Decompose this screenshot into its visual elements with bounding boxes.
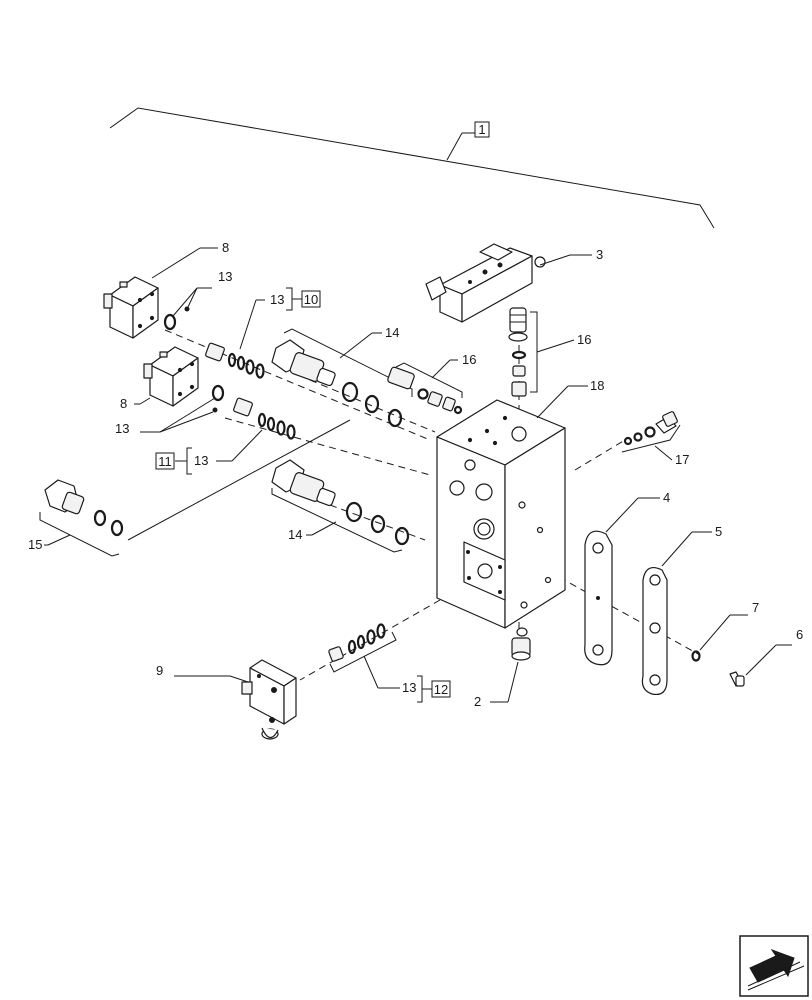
plug-with-seals[interactable]: [623, 411, 678, 446]
seal-kit-10[interactable]: [205, 342, 265, 379]
callout-16-vertical[interactable]: 16: [577, 332, 591, 347]
solenoid-coil[interactable]: [425, 243, 546, 323]
cover-block-lower[interactable]: [143, 346, 199, 407]
arrow-navigation-icon[interactable]: [739, 935, 809, 997]
link-plate-4[interactable]: [584, 530, 613, 666]
callout-3[interactable]: 3: [596, 247, 603, 262]
plug-15[interactable]: [44, 479, 124, 537]
callout-10[interactable]: 10: [301, 290, 321, 308]
callout-13-kit-10[interactable]: 13: [270, 292, 284, 307]
callout-13-left[interactable]: 13: [115, 421, 129, 436]
svg-text:12: 12: [434, 682, 448, 697]
valve-block[interactable]: [436, 399, 566, 629]
assembly-bracket: [109, 107, 715, 229]
callout-14-upper[interactable]: 14: [385, 325, 399, 340]
callout-4[interactable]: 4: [663, 490, 670, 505]
cartridge-14-upper[interactable]: [271, 339, 403, 428]
callout-13-kit-11[interactable]: 13: [194, 453, 208, 468]
callout-9[interactable]: 9: [156, 663, 163, 678]
washer[interactable]: [691, 650, 701, 662]
callout-17[interactable]: 17: [675, 452, 689, 467]
callout-15[interactable]: 15: [28, 537, 42, 552]
svg-text:1: 1: [478, 122, 485, 137]
callout-8-lower[interactable]: 8: [120, 396, 127, 411]
cartridge-14-lower[interactable]: [271, 459, 410, 546]
callout-5[interactable]: 5: [715, 524, 722, 539]
cartridge-valve-vertical[interactable]: [508, 307, 528, 397]
fitting[interactable]: [511, 627, 531, 661]
callout-6[interactable]: 6: [796, 627, 803, 642]
assembly-axis-lines: [164, 329, 701, 681]
callout-13-upper[interactable]: 13: [218, 269, 232, 284]
callout-8-upper[interactable]: 8: [222, 240, 229, 255]
callout-11[interactable]: 11: [155, 452, 175, 470]
o-rings-13-covers[interactable]: [163, 306, 225, 413]
seal-kit-11[interactable]: [233, 397, 296, 440]
svg-text:10: 10: [304, 292, 318, 307]
bolt[interactable]: [729, 671, 745, 687]
callout-2[interactable]: 2: [474, 694, 481, 709]
callout-18[interactable]: 18: [590, 378, 604, 393]
callout-13-kit-12[interactable]: 13: [402, 680, 416, 695]
seal-kit-12[interactable]: [328, 623, 386, 662]
callout-12[interactable]: 12: [431, 680, 451, 698]
callout-7[interactable]: 7: [752, 600, 759, 615]
link-plate-5[interactable]: [641, 567, 668, 696]
cover-block-upper[interactable]: [103, 276, 159, 339]
cartridge-valve-horizontal[interactable]: [387, 366, 463, 415]
end-cover[interactable]: [241, 659, 297, 740]
svg-text:11: 11: [158, 454, 172, 469]
callout-16-horizontal[interactable]: 16: [462, 352, 476, 367]
callout-14-lower[interactable]: 14: [288, 527, 302, 542]
callout-1[interactable]: 1: [474, 121, 490, 138]
